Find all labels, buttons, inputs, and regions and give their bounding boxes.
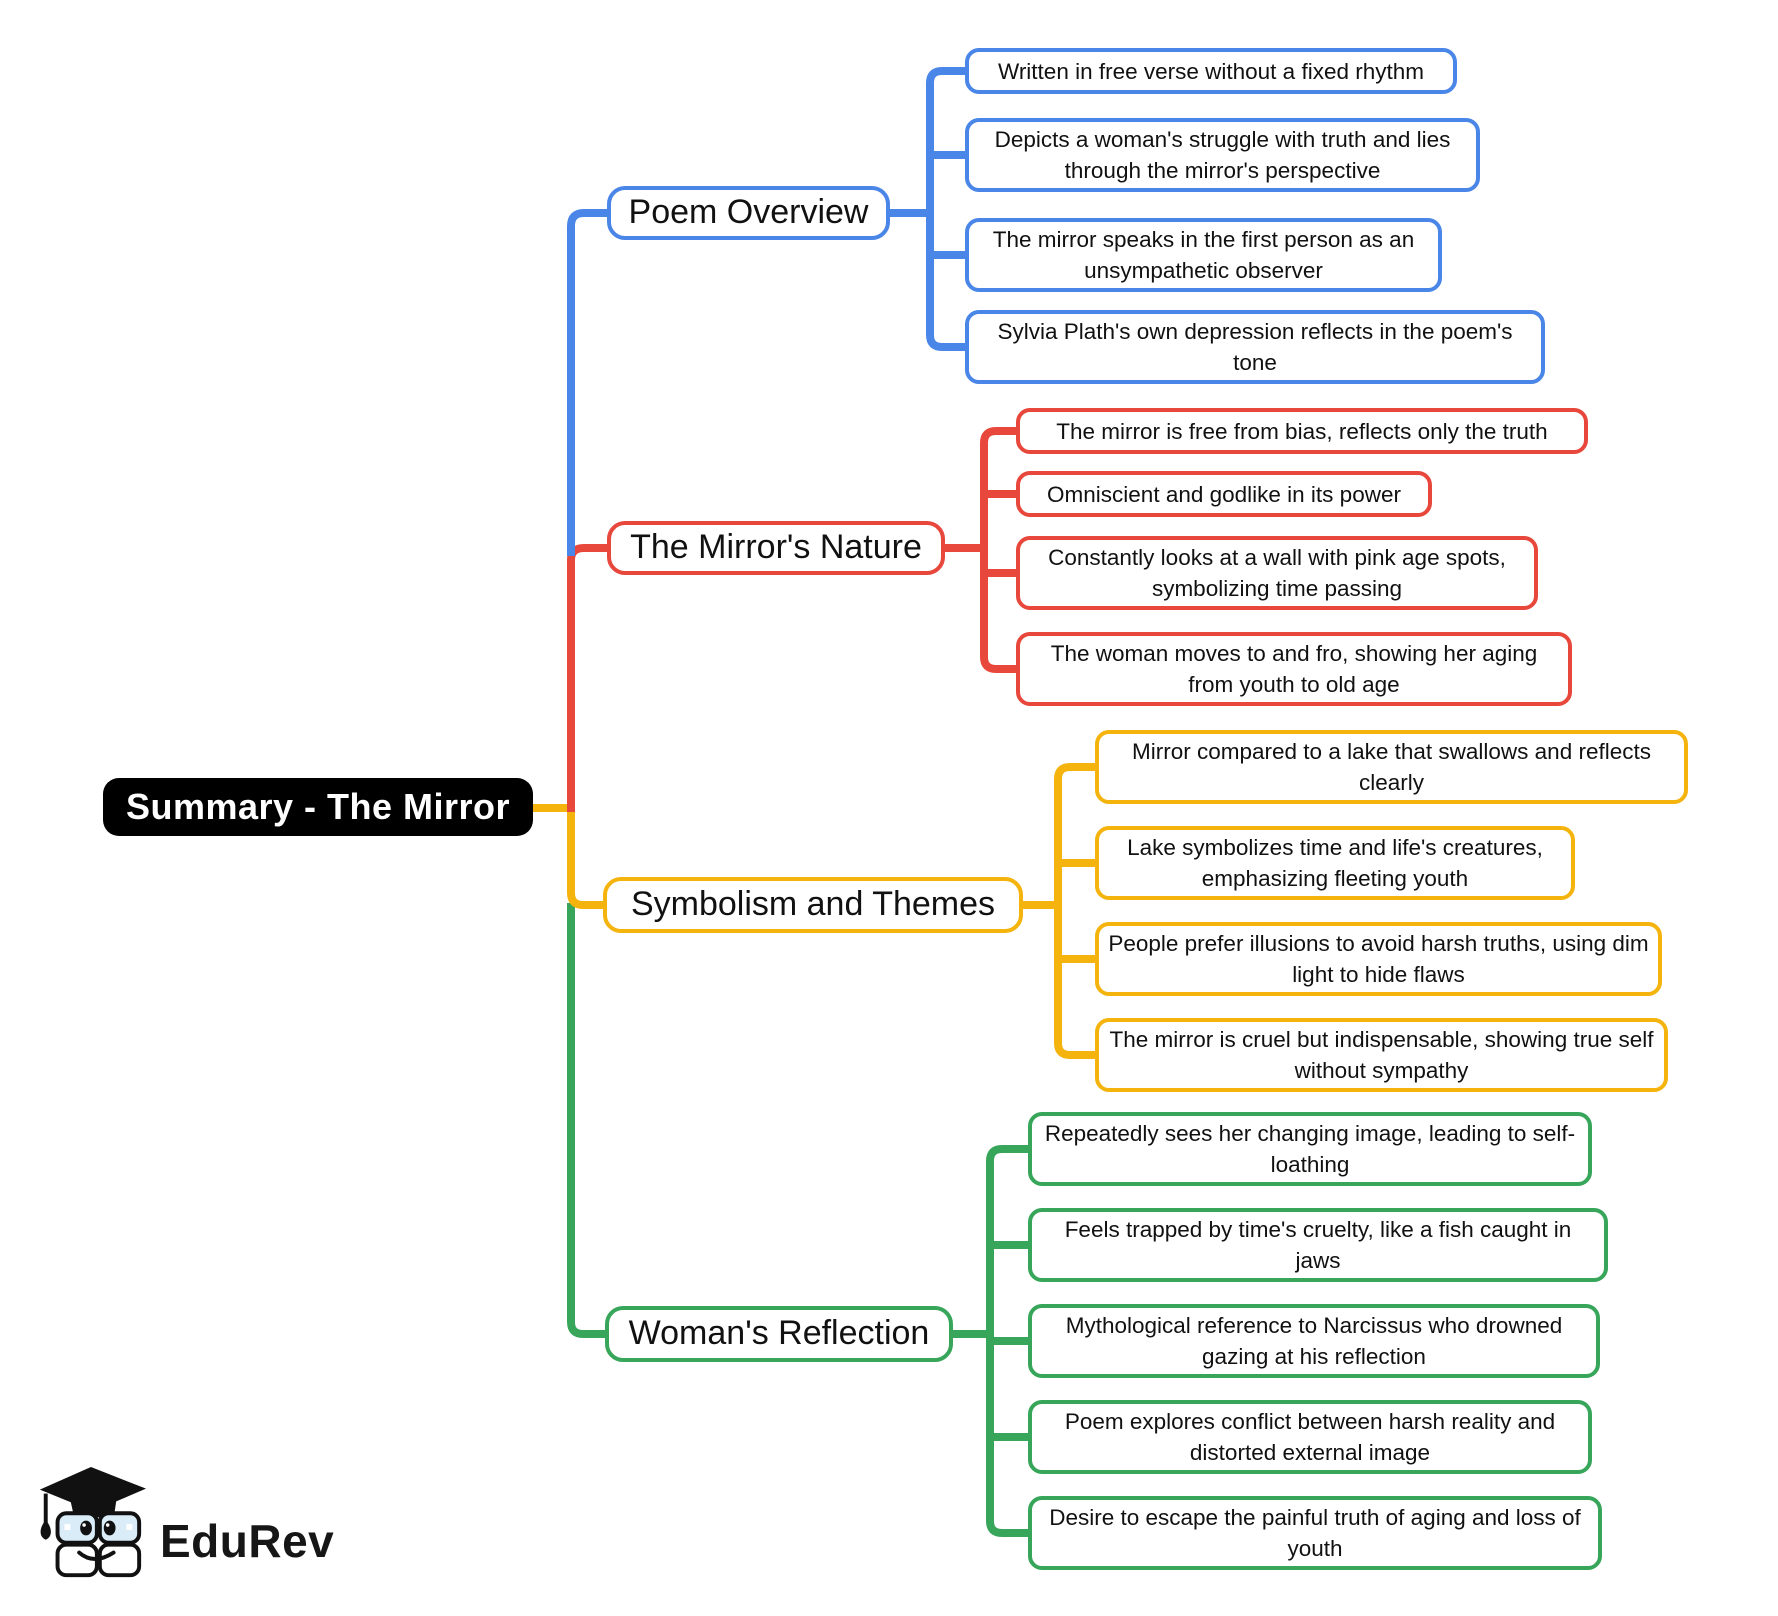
branch-node-poem-overview: Poem Overview <box>607 186 890 240</box>
leaf-node: People prefer illusions to avoid harsh t… <box>1095 922 1662 996</box>
branch-node-mirrors-nature: The Mirror's Nature <box>607 521 945 575</box>
leaf-node: Desire to escape the painful truth of ag… <box>1028 1496 1602 1570</box>
leaf-node: Omniscient and godlike in its power <box>1016 471 1432 517</box>
leaf-node: Mythological reference to Narcissus who … <box>1028 1304 1600 1378</box>
leaf-node: Repeatedly sees her changing image, lead… <box>1028 1112 1592 1186</box>
edurev-mascot-icon <box>39 1467 147 1578</box>
leaf-node: Poem explores conflict between harsh rea… <box>1028 1400 1592 1474</box>
leaf-node: Mirror compared to a lake that swallows … <box>1095 730 1688 804</box>
leaf-node: Constantly looks at a wall with pink age… <box>1016 536 1538 610</box>
green-connectors <box>567 903 1028 1537</box>
edurev-logo: EduRev <box>30 1464 334 1592</box>
root-node: Summary - The Mirror <box>103 778 533 836</box>
leaf-node: Depicts a woman's struggle with truth an… <box>965 118 1480 192</box>
leaf-node: The mirror is free from bias, reflects o… <box>1016 408 1588 454</box>
leaf-node: Sylvia Plath's own depression reflects i… <box>965 310 1545 384</box>
red-connectors <box>567 427 1016 812</box>
leaf-node: The woman moves to and fro, showing her … <box>1016 632 1572 706</box>
leaf-node: The mirror speaks in the first person as… <box>965 218 1442 292</box>
edurev-wordmark: EduRev <box>160 1515 335 1567</box>
branch-node-womans-reflection: Woman's Reflection <box>605 1306 953 1362</box>
leaf-node: Written in free verse without a fixed rh… <box>965 48 1457 94</box>
yellow-connectors <box>533 763 1095 1059</box>
leaf-node: Feels trapped by time's cruelty, like a … <box>1028 1208 1608 1282</box>
branch-node-symbolism-themes: Symbolism and Themes <box>603 877 1023 933</box>
leaf-node: Lake symbolizes time and life's creature… <box>1095 826 1575 900</box>
blue-connectors <box>567 67 965 556</box>
leaf-node: The mirror is cruel but indispensable, s… <box>1095 1018 1668 1092</box>
